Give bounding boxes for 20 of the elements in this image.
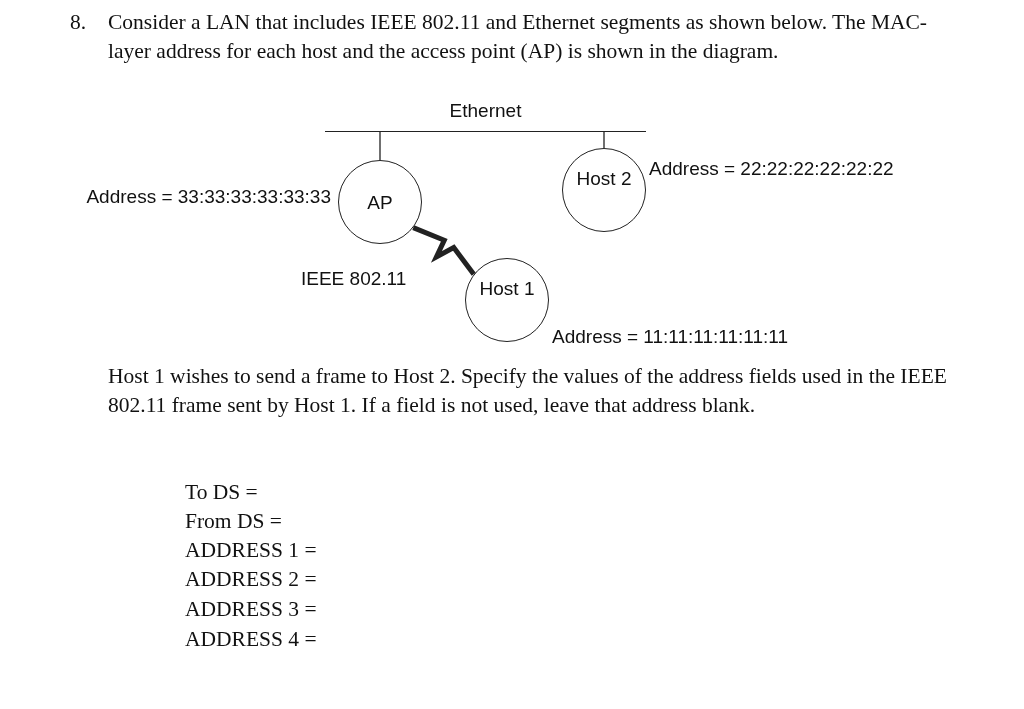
question-text: Consider a LAN that includes IEEE 802.11 and Ethernet segments as shown below. The MAC-layer address for each host and the access point (AP) is shown in the diagram. [108, 9, 929, 65]
connector-line [379, 131, 381, 161]
connector-line [603, 131, 605, 149]
node-label: AP [366, 191, 394, 215]
bus-label: Ethernet [449, 100, 522, 122]
link-label: IEEE 802.11 [301, 268, 407, 290]
wireless-link [412, 225, 476, 276]
address-label: Address = 22:22:22:22:22:22 [649, 158, 894, 180]
form-line: To DS = [185, 479, 258, 506]
address-label: Address = 33:33:33:33:33:33 [86, 186, 331, 208]
form-line: ADDRESS 4 = [185, 626, 317, 653]
form-line: ADDRESS 3 = [185, 596, 317, 623]
form-line: From DS = [185, 508, 282, 535]
address-label: Address = 11:11:11:11:11:11 [552, 326, 789, 348]
node-label: Host 1 [478, 277, 536, 301]
form-line: ADDRESS 2 = [185, 566, 317, 593]
form-line: ADDRESS 1 = [185, 537, 317, 564]
question-number: 8. [70, 9, 87, 36]
node-label: Host 2 [575, 167, 633, 191]
question-text: Host 1 wishes to send a frame to Host 2. Specify the values of the address fields used in the IEEE 802.11 frame sent by Host 1. If a field is not used, leave that address blank. [108, 363, 948, 419]
